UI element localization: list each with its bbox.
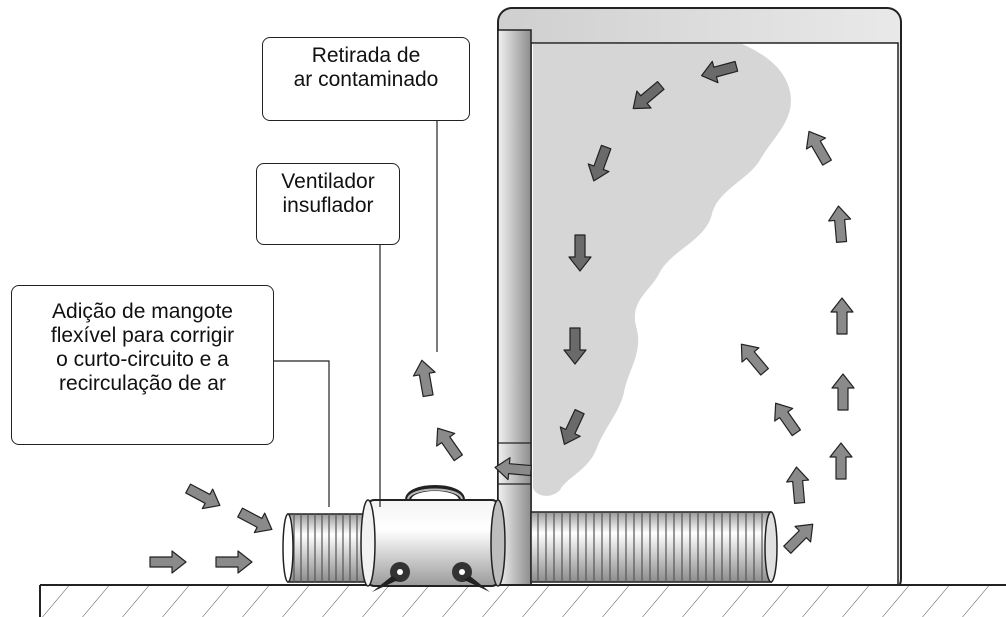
arrow-icon <box>587 144 612 182</box>
arrow-icon <box>701 60 739 84</box>
arrow-icon <box>829 442 853 480</box>
arrow-icon <box>632 80 665 110</box>
arrow-icon <box>185 483 221 510</box>
label-fan-line2: insuflador <box>282 194 374 217</box>
arrow-icon <box>568 234 592 272</box>
arrow-icon <box>774 402 802 437</box>
arrow-icon <box>237 507 273 534</box>
arrow-icon <box>215 550 253 574</box>
arrow-icon <box>828 205 852 243</box>
arrow-icon <box>559 408 585 445</box>
arrow-icon <box>783 523 814 554</box>
flexible-hose-right <box>530 511 778 583</box>
airflow-arrows <box>149 60 855 574</box>
label-hose-line2: flexível para corrigir <box>50 324 235 347</box>
arrow-icon <box>149 550 187 574</box>
label-hose-line4: recirculação de ar <box>59 372 226 395</box>
arrow-icon <box>805 130 832 166</box>
label-fan-line1: Ventilador <box>281 170 375 193</box>
label-hose: Adição de mangote flexível para corrigir… <box>11 285 274 445</box>
label-hose-line3: o curto-circuito e a <box>56 348 229 371</box>
label-fan: Ventilador insuflador <box>256 163 400 245</box>
label-extraction: Retirada de ar contaminado <box>262 37 470 121</box>
label-extraction-line1: Retirada de <box>311 44 421 67</box>
arrow-icon <box>494 457 532 481</box>
label-extraction-line2: ar contaminado <box>293 68 439 91</box>
floor <box>39 584 1006 617</box>
arrow-icon <box>412 359 436 398</box>
arrow-icon <box>563 327 587 365</box>
arrow-icon <box>786 466 810 504</box>
arrow-icon <box>740 343 770 376</box>
fan-body <box>360 485 506 592</box>
leader-lines <box>274 120 438 507</box>
arrow-icon <box>831 373 855 411</box>
arrow-icon <box>830 297 854 335</box>
label-hose-line1: Adição de mangote <box>52 300 233 323</box>
flexible-hose-left <box>282 513 371 583</box>
arrow-icon <box>436 427 464 462</box>
